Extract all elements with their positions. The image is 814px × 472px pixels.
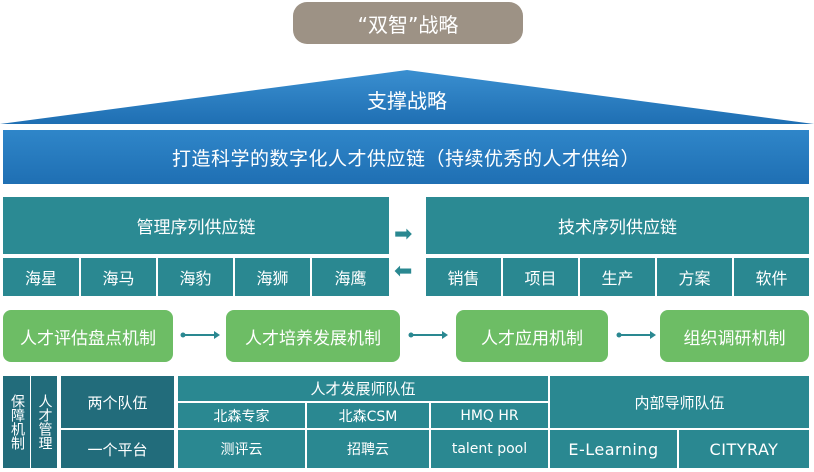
roof-triangle bbox=[0, 70, 814, 124]
row-label-two-teams: 两个队伍 bbox=[61, 376, 176, 430]
strategy-title: “双智”战略 bbox=[293, 2, 523, 44]
management-chain-title: 管理序列供应链 bbox=[3, 197, 389, 254]
mechanism-survey: 组织调研机制 bbox=[660, 310, 809, 362]
tech-item: 项目 bbox=[503, 258, 580, 296]
guarantee-mechanism-label: 保障机制 bbox=[3, 376, 31, 468]
mentor-team: 内部导师队伍 bbox=[550, 376, 809, 430]
tech-item: 销售 bbox=[426, 258, 503, 296]
platform-item: 招聘云 bbox=[307, 430, 431, 468]
tech-chain-title: 技术序列供应链 bbox=[426, 197, 809, 254]
arrow-right-icon: ➡ bbox=[394, 222, 413, 247]
arrow-left-icon: ⬅ bbox=[394, 259, 413, 284]
management-item: 海星 bbox=[3, 258, 81, 296]
dev-team-title: 人才发展师队伍 bbox=[178, 376, 550, 403]
management-item: 海马 bbox=[81, 258, 158, 296]
tech-item: 方案 bbox=[657, 258, 734, 296]
platform-item: 测评云 bbox=[178, 430, 307, 468]
platform-item: E-Learning bbox=[550, 430, 679, 468]
connector-arrow-icon bbox=[616, 331, 656, 339]
row-label-one-platform: 一个平台 bbox=[61, 430, 176, 468]
dev-team-member: 北森CSM bbox=[307, 403, 431, 430]
mechanism-application: 人才应用机制 bbox=[456, 310, 608, 362]
platform-item: talent pool bbox=[431, 430, 550, 468]
tech-item: 生产 bbox=[580, 258, 657, 296]
talent-management-text: 人才管理 bbox=[36, 394, 53, 450]
talent-management-label: 人才管理 bbox=[31, 376, 59, 468]
management-item: 海豹 bbox=[158, 258, 235, 296]
talent-supply-chain-banner: 打造科学的数字化人才供应链（持续优秀的人才供给） bbox=[3, 130, 809, 184]
tech-item: 软件 bbox=[734, 258, 809, 296]
connector-arrow-icon bbox=[180, 331, 220, 339]
mechanism-evaluation: 人才评估盘点机制 bbox=[3, 310, 173, 362]
dev-team-member: 北森专家 bbox=[178, 403, 307, 430]
guarantee-mechanism-text: 保障机制 bbox=[9, 394, 25, 450]
mechanism-development: 人才培养发展机制 bbox=[226, 310, 400, 362]
support-label: 支撑战略 bbox=[367, 88, 447, 113]
dev-team-member: HMQ HR bbox=[431, 403, 550, 430]
management-item: 海鹰 bbox=[312, 258, 389, 296]
platform-item: CITYRAY bbox=[679, 430, 809, 468]
connector-arrow-icon bbox=[408, 331, 448, 339]
management-item: 海狮 bbox=[235, 258, 312, 296]
